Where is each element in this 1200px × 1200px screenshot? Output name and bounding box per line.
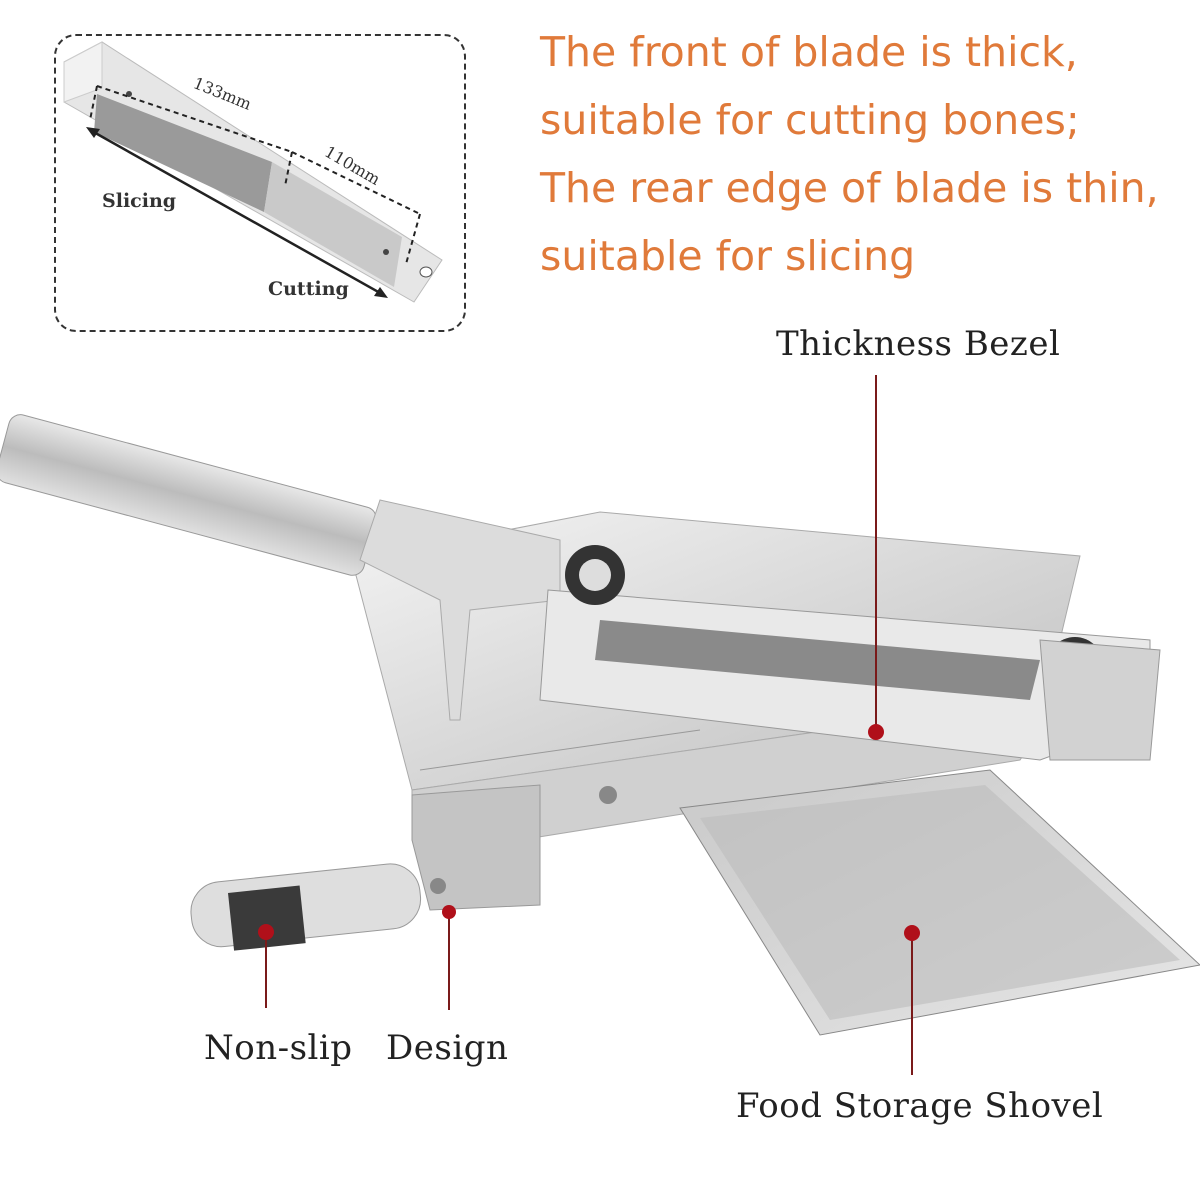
slicing-label: Slicing bbox=[102, 190, 177, 212]
headline-line-1: The front of blade is thick, bbox=[540, 28, 1078, 76]
shovel-dot bbox=[904, 925, 920, 941]
blade-thick-edge bbox=[264, 162, 402, 287]
thickness-bezel-label: Thickness Bezel bbox=[776, 324, 1061, 364]
slicer-product-image bbox=[0, 375, 1200, 1075]
blade bbox=[595, 620, 1040, 700]
headline-line-3: The rear edge of blade is thin, bbox=[540, 164, 1159, 212]
non-slip-pad bbox=[228, 885, 306, 951]
thickness-bezel-dot bbox=[868, 724, 884, 740]
slicer-handle bbox=[0, 414, 377, 576]
headline-line-2: suitable for cutting bones; bbox=[540, 96, 1080, 144]
cutting-label: Cutting bbox=[268, 278, 349, 300]
support-leg bbox=[190, 863, 422, 948]
non-slip-dot bbox=[258, 924, 274, 940]
non-slip-label: Non-slip bbox=[204, 1028, 353, 1068]
design-dot bbox=[442, 905, 456, 919]
blade-diagram bbox=[63, 41, 443, 303]
headline-text: The front of blade is thick, suitable fo… bbox=[540, 18, 1190, 290]
headline-line-4: suitable for slicing bbox=[540, 232, 916, 280]
blade-dimension-inset: 133mm 110mm Slicing Cutting bbox=[54, 34, 466, 332]
blade-thin-edge bbox=[94, 94, 272, 212]
design-label: Design bbox=[386, 1028, 509, 1068]
food-storage-shovel-label: Food Storage Shovel bbox=[736, 1086, 1104, 1126]
